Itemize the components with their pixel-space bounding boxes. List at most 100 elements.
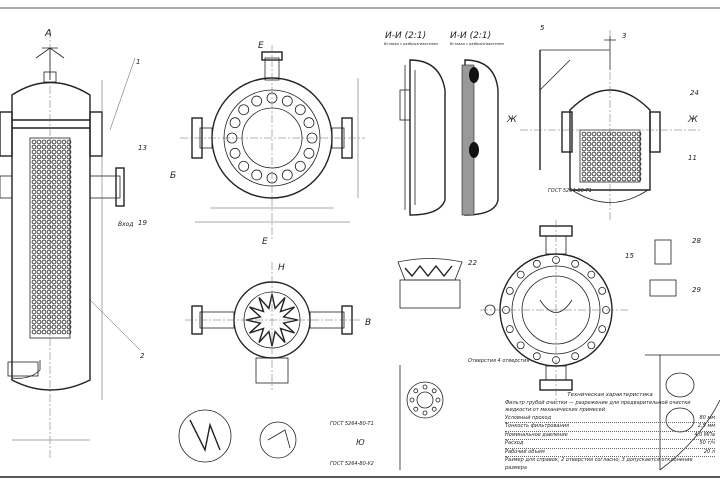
perforation-hole <box>41 204 47 210</box>
callout-22: 22 <box>468 259 477 267</box>
perforation-hole <box>581 146 587 152</box>
perforation-hole <box>586 131 592 137</box>
perforation-hole <box>31 199 37 205</box>
perforation-hole <box>621 156 627 162</box>
perforation-hole <box>46 299 52 305</box>
perforation-hole <box>626 176 632 182</box>
perforation-hole <box>61 284 67 290</box>
perforation-hole <box>596 146 602 152</box>
perforation-hole <box>61 154 67 160</box>
perforation-hole <box>41 139 47 145</box>
perforation-hole <box>631 156 637 162</box>
perforation-hole <box>66 139 72 145</box>
callout-2: 2 <box>140 352 145 360</box>
perforation-hole <box>31 269 37 275</box>
perforation-hole <box>616 141 622 147</box>
perforation-hole <box>36 219 42 225</box>
perforation-hole <box>31 169 37 175</box>
perforation-hole <box>51 279 57 285</box>
perforation-hole <box>61 189 67 195</box>
perforation-hole <box>31 229 37 235</box>
perforation-hole <box>46 304 52 310</box>
perforation-hole <box>626 161 632 167</box>
perforation-hole <box>51 254 57 260</box>
perforation-hole <box>626 141 632 147</box>
perforation-hole <box>41 194 47 200</box>
perforation-hole <box>61 229 67 235</box>
perforation-hole <box>31 149 37 155</box>
perforation-hole <box>41 224 47 230</box>
perforation-hole <box>41 199 47 205</box>
perforation-hole <box>606 156 612 162</box>
perforation-hole <box>56 259 62 265</box>
bolt-hole <box>587 341 596 350</box>
perforation-hole <box>56 229 62 235</box>
perforation-hole <box>56 214 62 220</box>
perforation-hole <box>591 131 597 137</box>
perforation-hole <box>51 204 57 210</box>
perforation-hole <box>51 234 57 240</box>
perforation-hole <box>31 289 37 295</box>
perforation-hole <box>41 259 47 265</box>
perforation-hole <box>36 164 42 170</box>
perforation-hole <box>601 141 607 147</box>
perforation-hole <box>61 209 67 215</box>
perforation-hole <box>66 154 72 160</box>
perforation-hole <box>581 161 587 167</box>
perforation-hole <box>36 304 42 310</box>
perforation-hole <box>41 154 47 160</box>
bolt-hole <box>229 117 241 129</box>
perforation-hole <box>41 219 47 225</box>
perforation-hole <box>621 166 627 172</box>
perforation-hole <box>31 184 37 190</box>
perforation-hole <box>66 219 72 225</box>
perforation-hole <box>56 194 62 200</box>
perforation-hole <box>61 179 67 185</box>
perforation-hole <box>61 254 67 260</box>
perforation-hole <box>41 299 47 305</box>
perforation-hole <box>31 309 37 315</box>
perforation-hole <box>51 314 57 320</box>
perforation-hole <box>586 176 592 182</box>
perforation-hole <box>66 204 72 210</box>
perforation-hole <box>41 269 47 275</box>
perforation-hole <box>606 171 612 177</box>
perforation-hole <box>66 329 72 335</box>
perforation-hole <box>56 254 62 260</box>
bolt-hole <box>532 352 541 361</box>
perforation-hole <box>631 161 637 167</box>
perforation-hole <box>66 299 72 305</box>
perforation-hole <box>46 239 52 245</box>
perforation-hole <box>31 249 37 255</box>
label-view-v: В <box>365 318 371 328</box>
perforation-hole <box>36 209 42 215</box>
perforation-hole <box>31 159 37 165</box>
perforation-hole <box>46 264 52 270</box>
perforation-hole <box>621 146 627 152</box>
perforation-hole <box>56 249 62 255</box>
spec-purpose: Фильтр грубой очистки — разрежение для п… <box>505 399 691 414</box>
perforation-hole <box>51 144 57 150</box>
bolt-hole <box>281 95 293 107</box>
flange-top-view <box>180 45 365 240</box>
perforation-hole <box>596 166 602 172</box>
perforation-hole <box>51 174 57 180</box>
callout-19: 19 <box>138 219 147 227</box>
bolt-hole <box>281 169 293 181</box>
perforation-hole <box>616 146 622 152</box>
perforation-hole <box>41 309 47 315</box>
perforation-hole <box>56 164 62 170</box>
perforation-hole <box>61 184 67 190</box>
perforation-hole <box>46 159 52 165</box>
perforation-hole <box>601 146 607 152</box>
perforation-hole <box>586 141 592 147</box>
section-view-h <box>185 262 360 390</box>
bolt-hole <box>229 147 241 159</box>
perforation-hole <box>41 144 47 150</box>
filter-vessel-side-view <box>520 30 700 220</box>
perforation-hole <box>41 159 47 165</box>
weld-note-1: ГОСТ 5264-80-Т1 <box>548 188 592 194</box>
perforation-hole <box>36 249 42 255</box>
